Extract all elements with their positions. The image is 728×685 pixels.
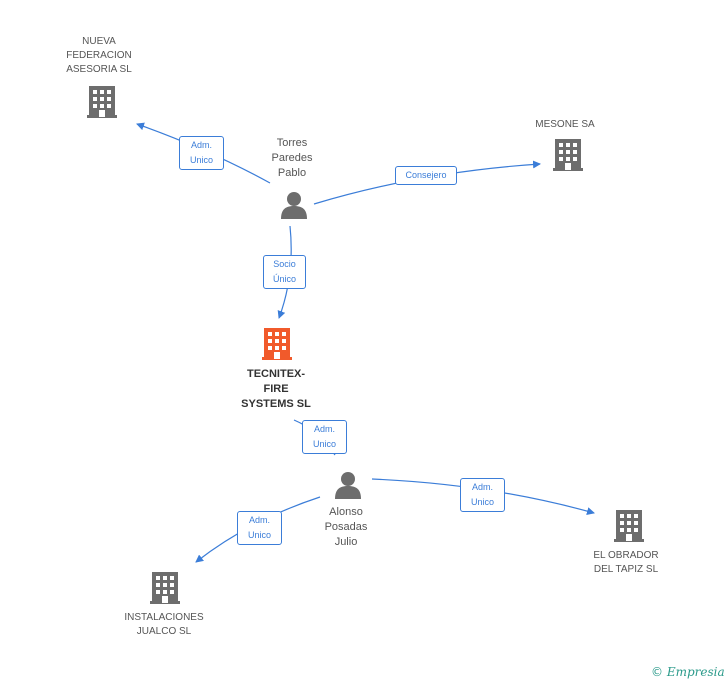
edge-label-adm-unico: Adm. Unico: [237, 511, 282, 545]
edge-label-adm-unico: Adm. Unico: [179, 136, 224, 170]
empresia-logo[interactable]: © Empresia: [651, 665, 725, 679]
node-label-instalaciones[interactable]: INSTALACIONES JUALCO SL: [124, 612, 204, 637]
building-icon[interactable]: [150, 572, 180, 604]
node-label-obrador[interactable]: EL OBRADOR DEL TAPIZ SL: [593, 550, 659, 575]
brand-name: Empresia: [666, 665, 725, 679]
node-label-nueva-federacion[interactable]: NUEVA FEDERACION ASESORIA SL: [66, 36, 132, 75]
edge-label-consejero: Consejero: [395, 166, 457, 185]
building-icon[interactable]: [87, 86, 117, 118]
person-icon[interactable]: [335, 472, 361, 499]
edge-label-socio-unico: Socio Único: [263, 255, 306, 289]
edge-label-adm-unico: Adm. Unico: [302, 420, 347, 454]
building-icon[interactable]: [614, 510, 644, 542]
building-icon[interactable]: [553, 139, 583, 171]
node-label-torres-paredes[interactable]: Torres Paredes Pablo: [271, 137, 313, 179]
person-icon[interactable]: [281, 192, 307, 219]
copyright-symbol: ©: [651, 665, 663, 679]
edge-label-adm-unico: Adm. Unico: [460, 478, 505, 512]
node-label-tecnitex[interactable]: TECNITEX- FIRE SYSTEMS SL: [241, 368, 311, 410]
node-label-mesone[interactable]: MESONE SA: [535, 119, 595, 130]
building-icon[interactable]: [262, 328, 292, 360]
node-label-alonso-posadas[interactable]: Alonso Posadas Julio: [324, 506, 368, 548]
